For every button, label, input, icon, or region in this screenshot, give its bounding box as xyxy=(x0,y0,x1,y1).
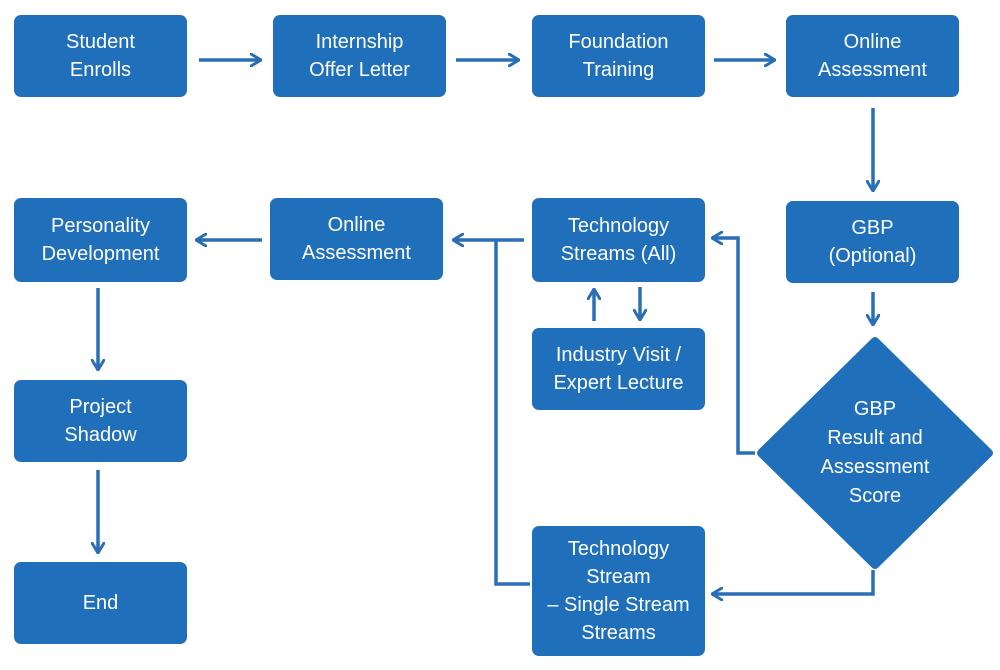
node-label: Project Shadow xyxy=(64,396,137,446)
node-technology-stream-single: Technology Stream – Single Stream Stream… xyxy=(532,526,705,656)
arrow-result-to-single-stream xyxy=(712,570,875,594)
node-label: GBP (Optional) xyxy=(828,217,917,267)
node-internship-offer-letter: Internship Offer Letter xyxy=(273,15,446,97)
decision-diamond-shape xyxy=(757,337,993,569)
node-label: Industry Visit / Expert Lecture xyxy=(553,344,684,394)
node-project-shadow: Project Shadow xyxy=(14,380,187,462)
node-gbp-optional: GBP (Optional) xyxy=(786,201,959,283)
node-foundation-training: Foundation Training xyxy=(532,15,705,97)
node-label: Internship Offer Letter xyxy=(309,31,410,81)
node-label: Online Assessment xyxy=(818,31,927,81)
node-label: Foundation Training xyxy=(568,31,669,81)
node-label: Personality Development xyxy=(41,215,160,265)
node-label: Online Assessment xyxy=(302,214,411,264)
node-label: Technology Streams (All) xyxy=(560,215,677,265)
line-single-stream-to-trunk xyxy=(494,240,530,586)
node-personality-development: Personality Development xyxy=(14,198,187,282)
node-online-assessment-1: Online Assessment xyxy=(786,15,959,97)
node-end: End xyxy=(14,562,187,644)
node-online-assessment-2: Online Assessment xyxy=(270,198,443,280)
node-gbp-result-decision: GBP Result and Assessment Score xyxy=(755,335,995,571)
node-label: Student Enrolls xyxy=(66,31,135,81)
arrow-result-to-streams-all xyxy=(712,238,755,455)
node-label: End xyxy=(82,592,119,614)
node-industry-visit-expert-lecture: Industry Visit / Expert Lecture xyxy=(532,328,705,410)
node-label: GBP Result and Assessment Score xyxy=(820,398,930,507)
node-label: Technology Stream – Single Stream Stream… xyxy=(547,538,690,644)
node-student-enrolls: Student Enrolls xyxy=(14,15,187,97)
node-technology-streams-all: Technology Streams (All) xyxy=(532,198,705,282)
